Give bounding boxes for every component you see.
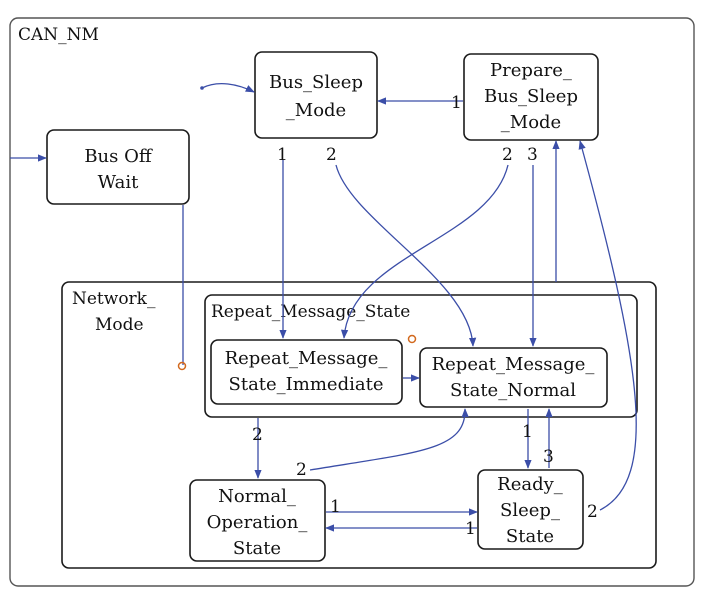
normal-operation-label-2: Operation_ [207,512,308,533]
ready-sleep-label-2: Sleep_ [500,500,560,521]
transition-ready-sleep-to-prepare [578,140,637,511]
repeat-message-state-normal [419,347,608,408]
label-prep-out-2: 2 [502,145,513,165]
normal-operation-label-3: State [233,538,281,559]
rms-immediate-label-2: State_Immediate [229,374,384,395]
repeat-message-state-immediate [210,339,403,405]
label-normal-op-to-rms: 2 [296,460,307,480]
label-prep-out-3: 3 [527,145,538,165]
repeat-group-label: Repeat_Message_State [211,302,410,322]
bus-sleep-mode-state [254,51,378,139]
ready-sleep-state [477,469,584,550]
label-ready-to-prep: 2 [587,502,598,522]
network-mode-label-2: Mode [95,315,144,335]
label-prep-to-sleep: 1 [451,93,462,113]
bus-sleep-label-1: Bus_Sleep [269,72,363,93]
bus-sleep-label-2: _Mode [286,100,346,121]
transition-normal-operation-to-rms-normal [309,408,469,471]
network-mode-label-1: Network_ [72,289,156,309]
bus-off-wait-label-2: Wait [98,172,139,193]
normal-operation-label-1: Normal_ [218,486,296,507]
label-sleep-out-1: 1 [277,145,288,165]
label-ready-to-normal-op: 1 [465,519,476,539]
bus-off-wait-state [46,129,190,205]
transition-bus-sleep-to-rms-normal [335,164,477,347]
transition-prepare-to-rms-immediate [340,164,509,339]
rms-immediate-label-1: Repeat_Message_ [225,348,388,369]
transition-entry-to-bus-sleep [201,82,255,93]
ready-sleep-label-1: Ready_ [497,474,563,495]
prepare-bus-sleep-label-3: _Mode [501,112,561,133]
label-normal-op-to-ready: 1 [330,497,341,517]
label-rms-to-normal-op: 2 [252,425,263,445]
ready-sleep-label-3: State [506,526,554,547]
entry-dot [200,86,204,90]
prepare-bus-sleep-label-2: Bus_Sleep [484,86,578,107]
rms-normal-label-2: State_Normal [450,380,576,401]
prepare-bus-sleep-label-1: Prepare_ [490,60,572,81]
bus-off-marker [177,361,187,371]
repeat-group-marker [407,334,417,344]
label-rms-to-ready: 1 [522,422,533,442]
normal-operation-state [189,479,326,562]
rms-normal-label-1: Repeat_Message_ [432,354,595,375]
label-ready-to-rms: 3 [543,447,554,467]
can-nm-frame [9,17,695,587]
outer-title: CAN_NM [18,25,99,45]
prepare-bus-sleep-mode-state [463,53,599,141]
label-sleep-out-2: 2 [326,145,337,165]
bus-off-wait-label-1: Bus Off [84,146,153,167]
